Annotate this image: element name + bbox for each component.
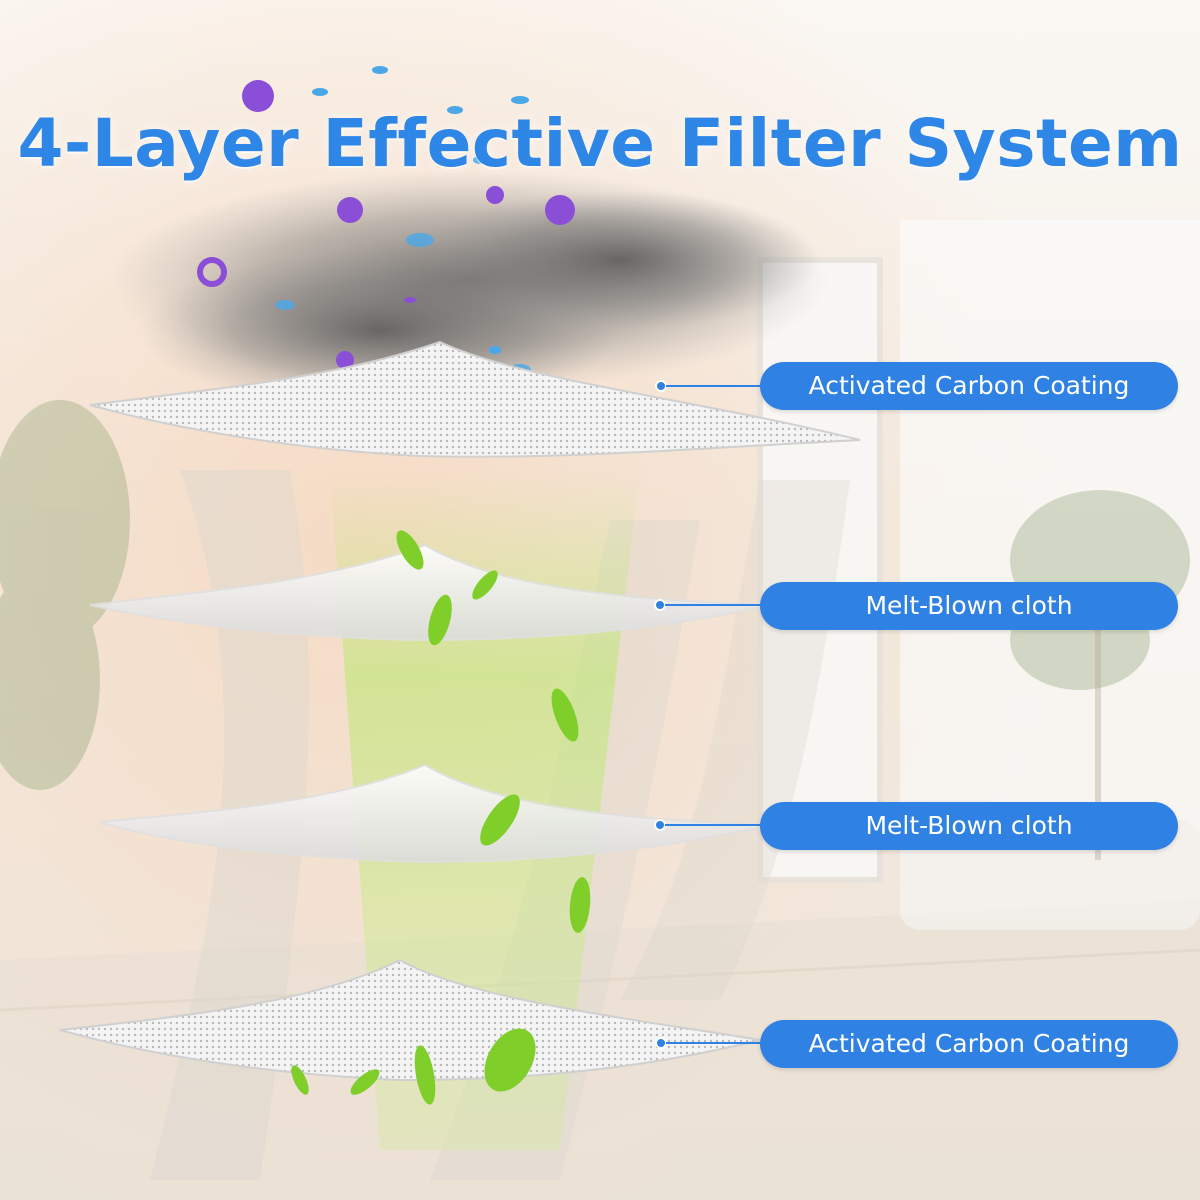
layer-label-melt-blown-lower: Melt-Blown cloth [760,802,1178,850]
connector-line [665,824,762,826]
connector-line [666,1042,762,1044]
layer-label-melt-blown-upper: Melt-Blown cloth [760,582,1178,630]
connector-line [665,604,762,606]
layer-label-activated-carbon-top: Activated Carbon Coating [760,362,1178,410]
connector-line [666,385,762,387]
layer-label-activated-carbon-bottom: Activated Carbon Coating [760,1020,1178,1068]
page-title: 4-Layer Effective Filter System [17,105,1183,182]
